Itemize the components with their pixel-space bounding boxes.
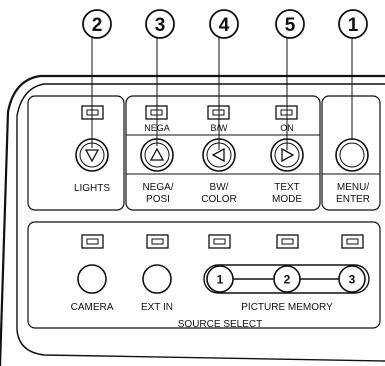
callout-1: 1: [338, 9, 368, 39]
menu-panel: [321, 95, 381, 211]
ext-in-button[interactable]: [142, 264, 172, 294]
panel-housing-inner: [16, 83, 385, 362]
ext-in-label: EXT IN: [141, 302, 173, 313]
memory-group-outline: [203, 264, 370, 294]
nega-posi-label-line2: POSI: [146, 194, 170, 205]
camera-label: CAMERA: [71, 302, 114, 313]
source-panel: [27, 221, 381, 329]
triangle-up-icon: [149, 147, 165, 161]
led-memory-1: [208, 234, 231, 249]
mode-panel: [125, 95, 321, 211]
camera-button[interactable]: [77, 264, 107, 294]
bw-color-label-line1: BW/: [210, 182, 229, 193]
lights-panel: [27, 95, 125, 211]
menu-enter-label-line2: ENTER: [336, 194, 370, 205]
nega-posi-label-line1: NEGA/: [142, 182, 173, 193]
svg-text:5: 5: [285, 15, 296, 36]
picture-memory-button-3[interactable]: 3: [338, 265, 366, 293]
lights-label: LIGHTS: [74, 183, 110, 194]
text-mode-label-line2: MODE: [272, 194, 302, 205]
panel-housing-outer: [0, 74, 385, 366]
svg-text:2: 2: [284, 273, 291, 287]
svg-text:1: 1: [217, 273, 224, 287]
picture-memory-button-1[interactable]: 1: [206, 265, 234, 293]
callout-3: 3: [145, 9, 175, 39]
nega-posi-button[interactable]: [140, 138, 174, 172]
svg-text:1: 1: [348, 15, 359, 36]
svg-text:4: 4: [219, 15, 230, 36]
callout-5: 5: [275, 9, 305, 39]
picture-memory-button-2[interactable]: 2: [273, 265, 301, 293]
led-camera: [81, 234, 104, 249]
led-memory-2: [276, 234, 299, 249]
menu-enter-label-line1: MENU/: [337, 182, 369, 193]
triangle-right-icon: [281, 147, 295, 163]
picture-memory-label: PICTURE MEMORY: [241, 302, 333, 313]
svg-text:3: 3: [349, 273, 356, 287]
triangle-down-icon: [84, 149, 100, 163]
led-ext-in: [146, 234, 169, 249]
menu-enter-button[interactable]: [335, 138, 369, 172]
bw-color-label-line2: COLOR: [201, 194, 237, 205]
text-mode-label-line1: TEXT: [274, 182, 300, 193]
callout-2: 2: [82, 9, 112, 39]
text-mode-button[interactable]: [270, 138, 304, 172]
svg-text:3: 3: [155, 15, 166, 36]
source-select-label: SOURCE SELECT: [178, 319, 262, 330]
led-memory-3: [341, 234, 364, 249]
triangle-left-icon: [211, 147, 225, 163]
svg-text:2: 2: [92, 15, 103, 36]
callout-4: 4: [209, 9, 239, 39]
